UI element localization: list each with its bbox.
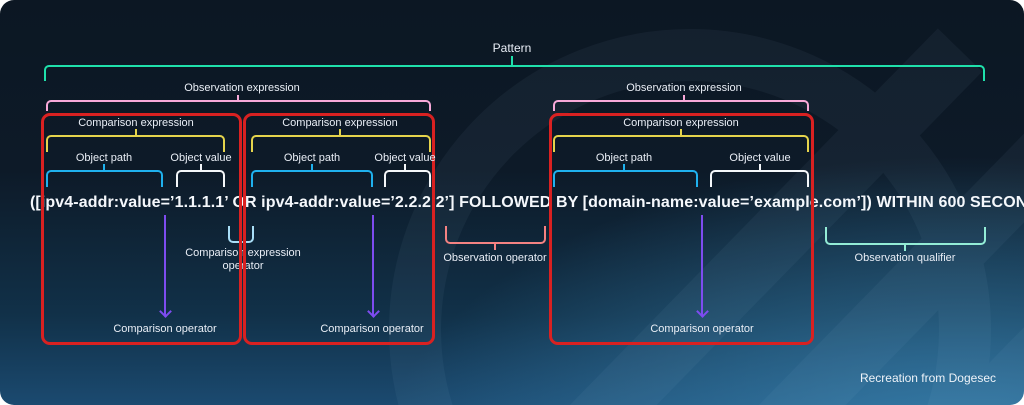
observation-expression-label-right: Observation expression	[626, 82, 742, 94]
comparison-operator-label-3: Comparison operator	[650, 323, 754, 335]
observation-expression-bracket-right	[553, 100, 809, 111]
observation-operator-tick	[494, 244, 496, 250]
comparison-expression-label-1: Comparison expression	[78, 117, 194, 129]
pattern-label: Pattern	[492, 41, 532, 55]
comparison-expression-box-2	[243, 113, 435, 345]
comparison-expression-box-1	[41, 113, 242, 345]
comparison-expression-label-3: Comparison expression	[623, 117, 739, 129]
object-path-tick-2	[311, 164, 313, 171]
comparison-operator-arrow-1	[164, 215, 166, 316]
observation-expression-bracket-left	[46, 100, 431, 111]
object-value-label-3: Object value	[729, 152, 791, 164]
comparison-expression-bracket-2	[251, 135, 431, 152]
comparison-expression-tick-2	[339, 129, 341, 136]
observation-qualifier-label: Observation qualifier	[854, 252, 956, 264]
stix-pattern-text: ([ipv4-addr:value=’1.1.1.1’ OR ipv4-addr…	[30, 194, 1024, 211]
object-path-bracket-3	[553, 170, 698, 187]
observation-qualifier-tick	[904, 245, 906, 251]
observation-operator-label: Observation operator	[443, 252, 547, 264]
object-value-bracket-3	[710, 170, 809, 187]
object-value-bracket-2	[384, 170, 431, 187]
object-value-tick-3	[759, 164, 761, 171]
observation-qualifier-bracket	[825, 227, 986, 245]
comparison-expression-bracket-1	[46, 135, 225, 152]
comparison-expression-bracket-3	[553, 135, 809, 152]
comparison-expression-box-3	[549, 113, 814, 345]
pattern-bracket	[44, 65, 985, 81]
object-value-label-1: Object value	[170, 152, 232, 164]
comparison-operator-label-2: Comparison operator	[320, 323, 424, 335]
observation-operator-bracket	[445, 226, 546, 244]
object-value-label-2: Object value	[374, 152, 436, 164]
comparison-operator-arrow-3	[701, 215, 703, 316]
object-value-bracket-1	[176, 170, 225, 187]
comparison-expression-tick-1	[135, 129, 137, 136]
pattern-bracket-tick	[511, 56, 513, 65]
credit-text: Recreation from Dogesec	[859, 371, 996, 385]
object-path-tick-1	[103, 164, 105, 171]
object-value-tick-2	[404, 164, 406, 171]
observation-expression-label-left: Observation expression	[184, 82, 300, 94]
comparison-operator-arrow-2	[372, 215, 374, 316]
object-path-label-1: Object path	[75, 152, 133, 164]
comparison-operator-label-1: Comparison operator	[113, 323, 217, 335]
observation-expression-tick-right	[683, 95, 685, 101]
observation-expression-tick-left	[237, 95, 239, 101]
object-path-bracket-2	[251, 170, 373, 187]
object-value-tick-1	[200, 164, 202, 171]
object-path-label-3: Object path	[595, 152, 653, 164]
object-path-bracket-1	[46, 170, 163, 187]
object-path-tick-3	[623, 164, 625, 171]
comparison-expression-label-2: Comparison expression	[282, 117, 398, 129]
comparison-expression-tick-3	[680, 129, 682, 136]
object-path-label-2: Object path	[283, 152, 341, 164]
